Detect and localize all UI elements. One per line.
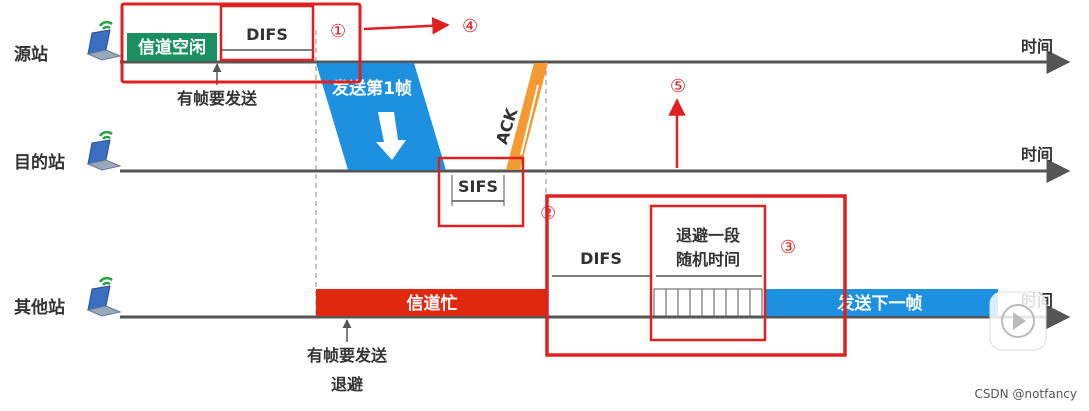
station-label-source: 源站 [14, 44, 48, 65]
laptop-icon-source [86, 20, 122, 61]
want-send-bottom-label: 有帧要发送 [307, 346, 388, 365]
channel-idle-block [127, 33, 217, 61]
station-label-dest: 目的站 [14, 152, 65, 173]
time-label-source: 时间 [1021, 37, 1053, 56]
annotation-box-backoff [649, 204, 767, 342]
annotation-2: ② [540, 203, 556, 224]
down-arrow-icon [376, 112, 406, 160]
want-send-top-label: 有帧要发送 [177, 89, 258, 108]
annotation-box-bottom [545, 194, 847, 357]
backoff-line1: 退避一段 [676, 226, 741, 245]
channel-busy-bar [316, 289, 548, 316]
play-icon[interactable] [989, 291, 1047, 351]
channel-idle-label: 信道空闲 [138, 37, 206, 58]
send-next-bar [764, 289, 998, 316]
backoff-slots [653, 288, 763, 317]
difs-top-label: DIFS [246, 25, 288, 44]
backoff-line2: 随机时间 [676, 250, 740, 269]
difs-other-label: DIFS [580, 249, 622, 268]
annotation-box-difs [219, 4, 315, 62]
station-label-other: 其他站 [14, 297, 65, 318]
watermark: CSDN @notfancy [974, 387, 1077, 401]
annotation-arrow-4 [363, 17, 450, 35]
backoff-below-label: 退避 [331, 375, 363, 394]
send-next-label: 发送下一帧 [837, 293, 923, 314]
laptop-icon-dest [86, 130, 122, 171]
annotation-1: ① [330, 21, 346, 42]
ack-up-arrow [520, 84, 539, 156]
time-label-dest: 时间 [1021, 145, 1053, 164]
annotation-box-top [120, 2, 362, 84]
annotation-3: ③ [780, 237, 796, 258]
annotation-5: ⑤ [670, 76, 686, 97]
annotation-box-sifs [437, 156, 525, 228]
laptop-icon-other [86, 276, 122, 317]
channel-busy-label: 信道忙 [407, 293, 458, 314]
sifs-label: SIFS [458, 177, 498, 196]
annotation-4: ④ [462, 16, 478, 37]
